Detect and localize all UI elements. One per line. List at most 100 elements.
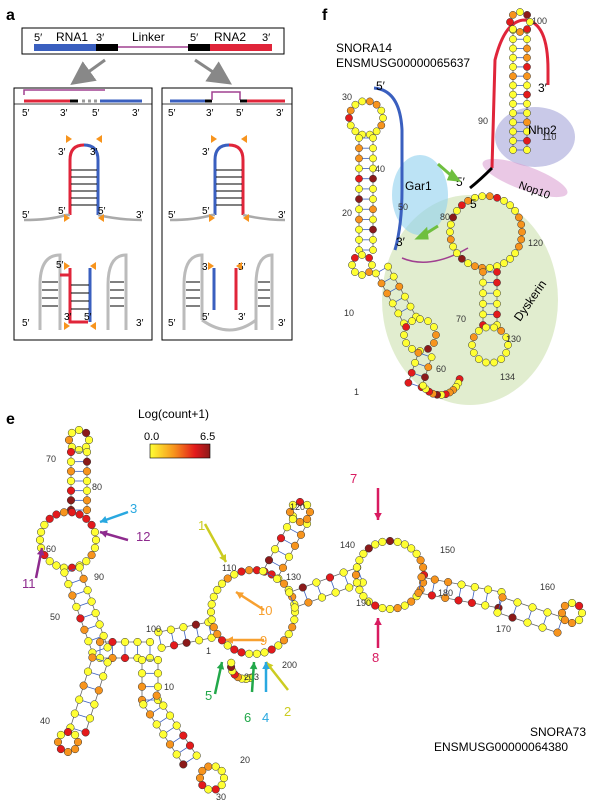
rna2-cap (188, 44, 210, 51)
panel-a-label: a (6, 7, 15, 24)
nucleotide (378, 537, 387, 546)
left-linker (23, 89, 105, 95)
nucleotide (274, 641, 283, 650)
nucleotide (56, 730, 65, 739)
arrow-label-9: 9 (260, 633, 267, 648)
position-tick: 170 (496, 624, 511, 634)
nucleotide (372, 100, 381, 109)
nucleotide (500, 259, 508, 268)
nucleotide (272, 574, 282, 583)
nucleotide (359, 549, 368, 558)
nucleotide (469, 348, 478, 357)
nucleotide (464, 196, 472, 205)
nucleotide (351, 100, 360, 109)
nucleotide (400, 601, 409, 610)
arrow-label-11: 11 (22, 576, 36, 591)
nucleotide (393, 604, 402, 613)
ll-5: 5′ (22, 318, 30, 329)
cut-marks (64, 135, 249, 330)
rh-5: 5′ (168, 210, 176, 221)
left-low-hp2 (106, 253, 128, 330)
nucleotide (509, 11, 517, 19)
nucleotide (416, 556, 425, 565)
nucleotide (509, 72, 517, 81)
nucleotide (493, 299, 501, 308)
nucleotide (567, 618, 577, 628)
nucleotide (355, 205, 363, 214)
nucleotide (414, 348, 423, 357)
nucleotide (237, 648, 246, 657)
ll-3: 3′ (136, 318, 144, 329)
position-tick: 20 (342, 208, 352, 218)
nucleotide (577, 608, 587, 618)
nucleotide (446, 220, 455, 229)
nucleotide (145, 710, 155, 719)
nucleotide (133, 637, 142, 647)
nucleotide (288, 623, 297, 632)
nucleotide (369, 225, 377, 234)
nucleotide (75, 510, 84, 519)
position-tick: 60 (46, 544, 56, 554)
nucleotide (478, 192, 487, 201)
nucleotide (81, 728, 90, 737)
nucleotide (365, 268, 373, 276)
rt-3r: 3′ (276, 108, 284, 119)
nucleotide (207, 600, 216, 609)
nucleotide (509, 99, 517, 108)
nucleotide (414, 588, 423, 597)
nucleotide (230, 645, 239, 654)
nucleotide (517, 235, 526, 244)
nucleotide (120, 637, 130, 647)
nucleotide (493, 608, 502, 617)
nucleotide (207, 615, 216, 624)
left-low-bases (42, 281, 124, 310)
nucleotide (137, 682, 147, 691)
nucleotide (407, 368, 416, 377)
nucleotide (285, 507, 295, 517)
nucleotide (385, 536, 395, 546)
nucleotide (217, 579, 227, 588)
arrow-head-3 (100, 516, 108, 524)
position-tick: 130 (506, 334, 521, 344)
position-tick: 140 (340, 540, 355, 550)
nucleotide (453, 249, 461, 258)
nucleotide (45, 514, 54, 523)
f-red-strand (490, 18, 550, 169)
right-hairpin-red (228, 143, 245, 215)
nucleotide (560, 601, 569, 610)
f-linker (401, 247, 469, 263)
nucleotide (389, 272, 398, 281)
nucleotide (120, 653, 130, 663)
rna2-3prime: 3′ (262, 32, 270, 44)
nucleotide (90, 700, 99, 709)
nucleotide (179, 760, 188, 769)
nucleotide (479, 289, 487, 298)
nucleotide (152, 691, 161, 700)
nucleotide (290, 541, 300, 550)
nucleotide (408, 317, 416, 325)
nucleotide (345, 583, 354, 592)
rna2-5prime: 5′ (190, 32, 198, 44)
arrow-label-3: 3 (130, 501, 137, 516)
nucleotide (99, 631, 108, 640)
nucleotide (508, 613, 517, 622)
nucleotide (52, 561, 61, 570)
nucleotide (290, 603, 299, 612)
nucleotide (179, 731, 188, 740)
nucleotide (157, 643, 166, 652)
nucleotide (513, 598, 522, 607)
rna2-bar (210, 44, 272, 51)
nucleotide (369, 215, 377, 224)
nucleotide (523, 136, 531, 145)
nucleotide (517, 220, 526, 229)
nucleotide (523, 109, 531, 117)
nucleotide (83, 586, 92, 595)
nucleotide (458, 254, 466, 263)
rt-5r: 5′ (236, 108, 244, 119)
nucleotide (52, 510, 61, 519)
nucleotide (372, 269, 380, 278)
position-tick: 1 (206, 646, 211, 656)
nucleotide (379, 114, 387, 122)
nucleotide (394, 309, 403, 318)
